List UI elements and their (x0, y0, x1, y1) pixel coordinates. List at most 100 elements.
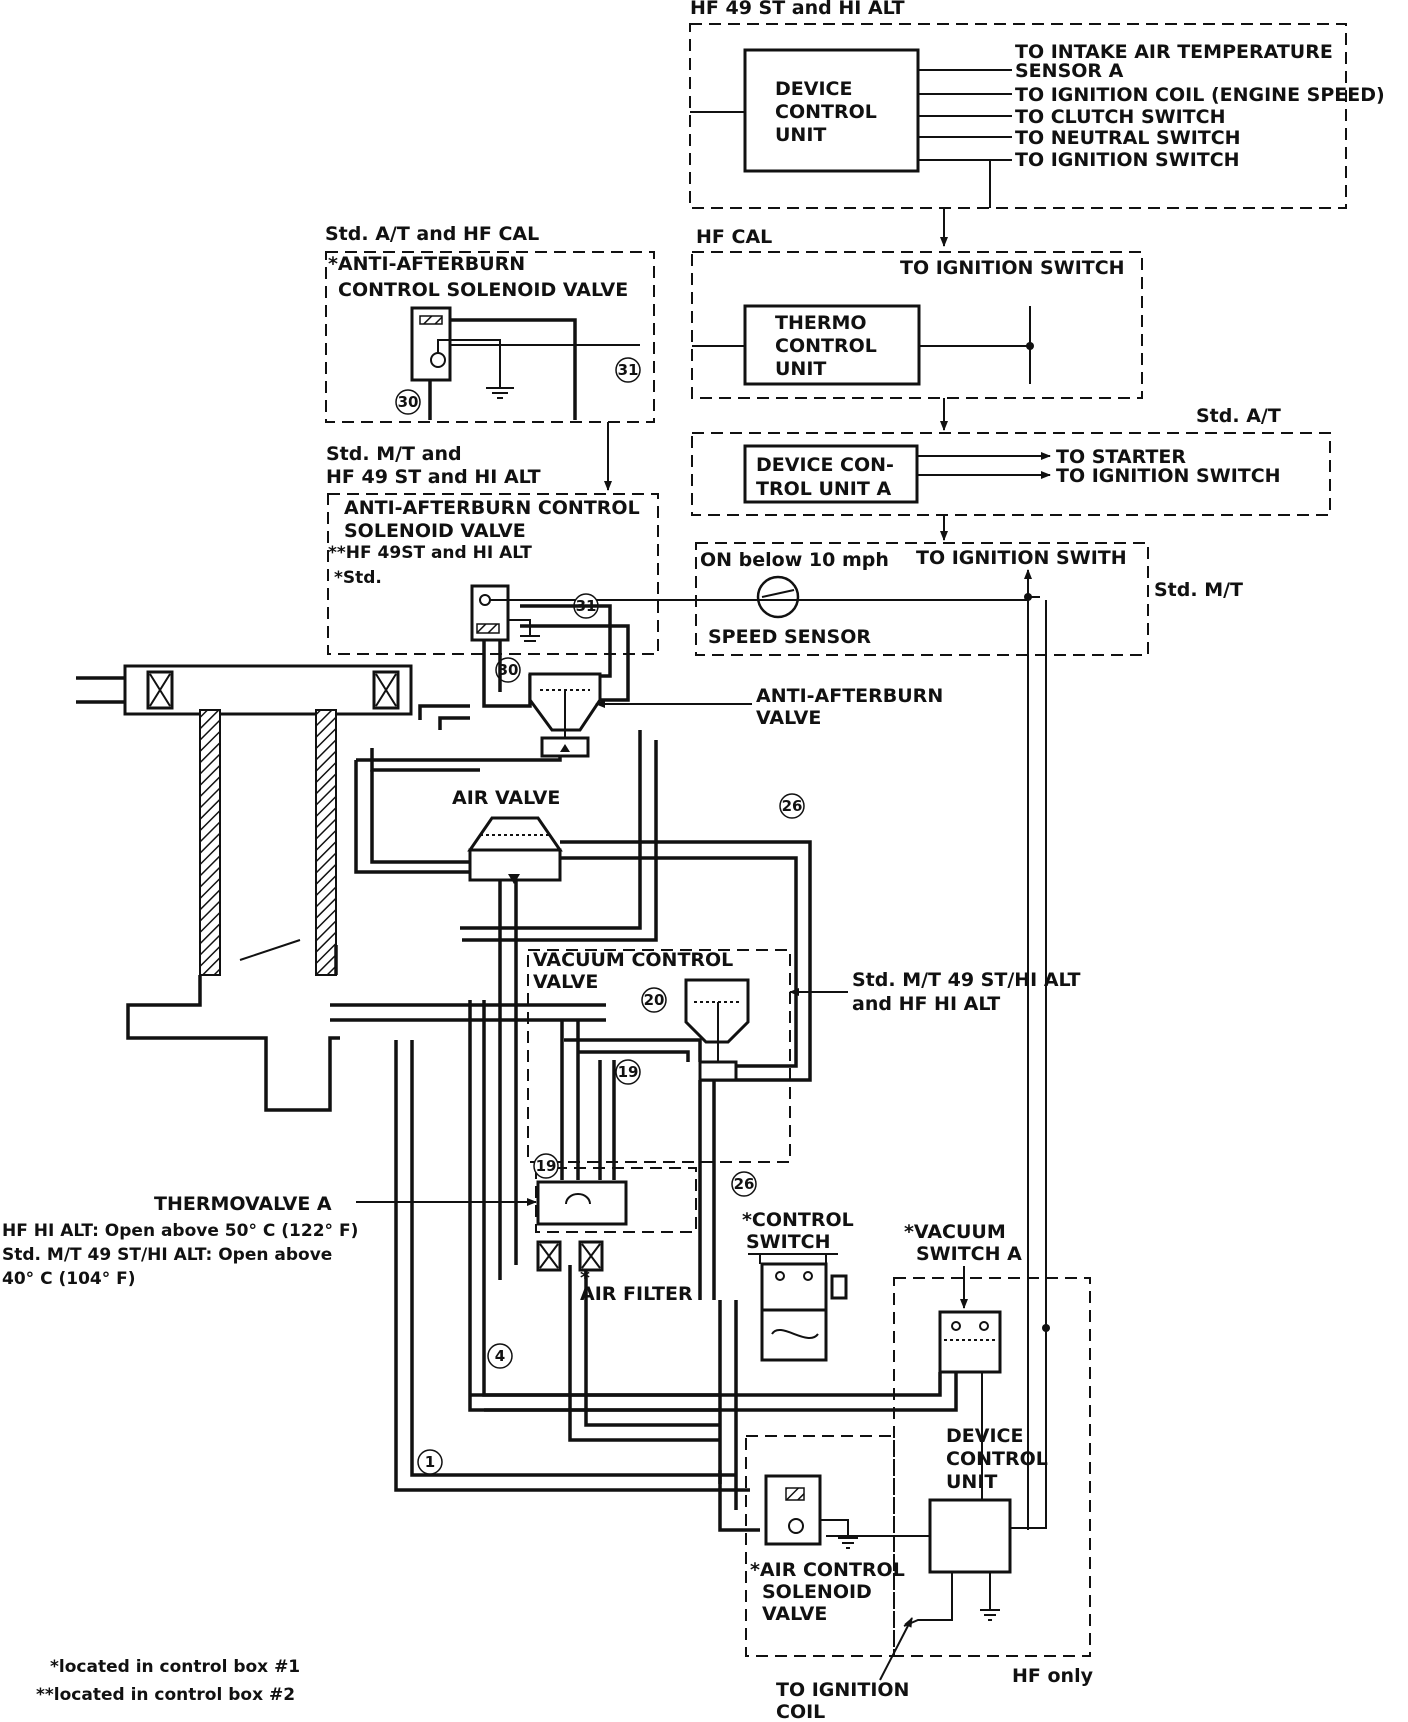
control-switch-label-2: SWITCH (746, 1231, 831, 1253)
speed-on-below: ON below 10 mph (700, 549, 889, 571)
air-valve-icon (467, 816, 563, 884)
thermovalve-dashed-box (535, 1167, 697, 1233)
hose-4: 4 (495, 1347, 505, 1365)
vacuum-switch-label-1: *VACUUM (904, 1221, 1006, 1243)
hose-26-top: 26 (782, 797, 803, 815)
speed-sensor-label: SPEED SENSOR (708, 626, 871, 648)
solenoid-top-label-1: *ANTI-AFTERBURN (328, 253, 525, 275)
footnote-2: **located in control box #2 (36, 1685, 295, 1705)
dcu-top-out-1: TO INTAKE AIR TEMPERATURE (1015, 41, 1333, 63)
air-control-solenoid-icon (764, 1474, 858, 1549)
dcu-a-out-1: TO STARTER (1056, 446, 1186, 468)
std-mt-hf49-group: Std. M/T and HF 49 ST and HI ALT ANTI-AF… (326, 443, 1028, 683)
std-at-dashed-box (691, 432, 1331, 516)
air-filter-icon (536, 1240, 604, 1272)
thermo-label-1: THERMO (775, 312, 867, 334)
std-mt-group: Std. M/T ON below 10 mph TO IGNITION SWI… (695, 542, 1243, 656)
hose-1-badge (417, 1449, 443, 1475)
std-at-title: Std. A/T (1196, 405, 1281, 427)
right-vertical-wire (1010, 600, 1047, 1529)
hose-19-top: 19 (618, 1063, 639, 1081)
hose-30-mid-badge (495, 657, 521, 683)
solenoid-mid-note-1: **HF 49ST and HI ALT (328, 543, 532, 563)
dcu-top-label-2: CONTROL (775, 101, 877, 123)
throttle-plate-icon (239, 939, 301, 961)
dcu-bottom-label-3: UNIT (946, 1471, 997, 1493)
std-mt-hf49-dashed-box (327, 493, 659, 655)
hose-31-top-badge (615, 357, 641, 383)
thermo-label-2: CONTROL (775, 335, 877, 357)
thermovalve-label: THERMOVALVE A (154, 1193, 332, 1215)
dcu-top-out-3: TO IGNITION COIL (ENGINE SPEED) (1015, 84, 1385, 106)
ignition-coil-label-1: TO IGNITION (776, 1679, 909, 1701)
hose-1: 1 (425, 1453, 435, 1471)
thermo-junction (1026, 342, 1034, 350)
hose-19-top-badge (615, 1059, 641, 1085)
hose-30-mid: 30 (498, 661, 519, 679)
solenoid-mid-label-2: SOLENOID VALVE (344, 520, 526, 542)
dcu-a-out-2: TO IGNITION SWITCH (1056, 465, 1281, 487)
std-mt-hf49-title-2: HF 49 ST and HI ALT (326, 466, 541, 488)
hf-only-label: HF only (1012, 1665, 1094, 1687)
solenoid-top-label-2: CONTROL SOLENOID VALVE (338, 279, 628, 301)
hf49-title: HF 49 ST and HI ALT (690, 0, 905, 19)
hose-26-bottom-badge (731, 1171, 757, 1197)
speed-to-ignition: TO IGNITION SWITH (916, 547, 1127, 569)
throttle-body (76, 664, 413, 1112)
vacuum-control-label-2: VALVE (533, 971, 598, 993)
dcu-bottom-label-2: CONTROL (946, 1448, 1048, 1470)
dcu-top-out-4: TO CLUTCH SWITCH (1015, 106, 1225, 128)
std-at-hfcal-group: Std. A/T and HF CAL *ANTI-AFTERBURN CONT… (325, 223, 655, 423)
dcu-top-output-wires (918, 69, 1012, 208)
footnote-1: *located in control box #1 (50, 1657, 300, 1677)
dcu-top-label-1: DEVICE (775, 78, 852, 100)
air-solenoid-label-2: SOLENOID (762, 1581, 872, 1603)
std-mt-title: Std. M/T (1154, 579, 1243, 601)
speed-sensor-icon (756, 575, 800, 619)
vacuum-switch-icon (938, 1310, 1002, 1374)
hose-19-bottom-badge (533, 1153, 559, 1179)
thermo-note-1: HF HI ALT: Open above 50° C (122° F) (2, 1221, 358, 1241)
dcu-a-box (743, 444, 919, 504)
hf-only-inner-dashed (745, 1435, 895, 1657)
std-at-group: Std. A/T DEVICE CON- TROL UNIT A TO STAR… (691, 405, 1331, 516)
thermo-to-ignition: TO IGNITION SWITCH (900, 257, 1125, 279)
ignition-coil-pointer (879, 1617, 913, 1681)
dcu-top-out-2: SENSOR A (1015, 60, 1124, 82)
hf49-group: HF 49 ST and HI ALT DEVICE CONTROL UNIT … (689, 0, 1385, 209)
thermovalve-icon (536, 1180, 628, 1226)
anti-afterburn-label-2: VALVE (756, 707, 821, 729)
std-mt-note-2: and HF HI ALT (852, 993, 1000, 1015)
vacuum-control-label-1: VACUUM CONTROL (533, 949, 733, 971)
hfcal-title: HF CAL (696, 226, 772, 248)
hose-20-badge (641, 987, 667, 1013)
dcu-bottom-box (928, 1498, 1012, 1574)
air-filter-label: AIR FILTER (580, 1283, 693, 1305)
hose-26-bottom: 26 (734, 1175, 755, 1193)
dcu-a-label-2: TROL UNIT A (756, 478, 891, 500)
thermo-box (743, 304, 921, 386)
hfcal-group: HF CAL TO IGNITION SWITCH THERMO CONTROL… (691, 226, 1143, 399)
solenoid-mid-label-1: ANTI-AFTERBURN CONTROL (344, 497, 640, 519)
hose-4-badge (487, 1343, 513, 1369)
vacuum-hoses (330, 604, 958, 1532)
speed-sensor-switch-blade (761, 589, 795, 598)
hose-19-bottom: 19 (536, 1157, 557, 1175)
anti-afterburn-label-1: ANTI-AFTERBURN (756, 685, 943, 707)
solenoid-mid-note-2: *Std. (334, 568, 382, 588)
thermo-note-3: 40° C (104° F) (2, 1269, 136, 1289)
ignition-coil-label-2: COIL (776, 1701, 825, 1722)
std-at-hfcal-title: Std. A/T and HF CAL (325, 223, 539, 245)
hose-26-top-badge (779, 793, 805, 819)
hfcal-dashed-box (691, 251, 1143, 399)
dcu-bottom-label-1: DEVICE (946, 1425, 1023, 1447)
vacuum-control-dashed-box (527, 949, 791, 1163)
dcu-top-box (743, 48, 920, 173)
std-mt-hf49-title-1: Std. M/T and (326, 443, 462, 465)
dcu-top-label-3: UNIT (775, 124, 826, 146)
air-filter-mark: * (580, 1267, 590, 1289)
hose-20: 20 (644, 991, 665, 1009)
std-mt-note-1: Std. M/T 49 ST/HI ALT (852, 969, 1081, 991)
air-valve-label: AIR VALVE (452, 787, 560, 809)
